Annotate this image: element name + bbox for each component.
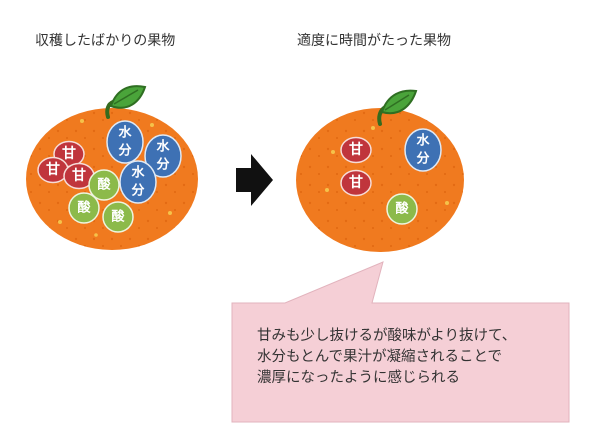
acid-badge-text: 酸 (77, 200, 91, 216)
water-badge: 水 分 (119, 160, 157, 204)
note-callout (231, 261, 570, 423)
sweet-badge-text: 甘 (349, 174, 363, 191)
acid-badge: 酸 (386, 193, 418, 225)
water-badge-top: 水 (118, 125, 132, 141)
note-line: 濃厚になったように感じられる (257, 370, 460, 386)
acid-badge: 酸 (68, 192, 100, 224)
water-badge-top: 水 (156, 139, 170, 155)
water-badge-bottom: 分 (131, 183, 144, 199)
before-label: 収穫したばかりの果物 (35, 33, 176, 49)
water-badge-top: 水 (131, 165, 145, 181)
water-badge: 水 分 (144, 134, 182, 178)
note-line: 水分もとんで果汁が凝縮されることで (257, 349, 503, 365)
water-badge-bottom: 分 (156, 157, 169, 173)
sweet-badge-text: 甘 (62, 145, 76, 162)
water-badge-bottom: 分 (118, 143, 131, 159)
acid-badge-text: 酸 (97, 177, 111, 193)
sweet-badge: 甘 (37, 156, 69, 184)
acid-badge: 酸 (102, 201, 134, 233)
after-label: 適度に時間がたった果物 (297, 33, 451, 49)
sweet-badge: 甘 (340, 136, 372, 164)
water-badge-top: 水 (416, 133, 430, 149)
aged-orange (296, 89, 464, 252)
note-line: 甘みも少し抜けるが酸味がより抜けて、 (257, 328, 517, 344)
acid-badge: 酸 (88, 169, 120, 201)
sweet-badge: 甘 (340, 169, 372, 197)
water-badge-bottom: 分 (416, 151, 429, 167)
water-badge: 水 分 (106, 120, 144, 164)
acid-badge-text: 酸 (111, 209, 125, 225)
sweet-badge-text: 甘 (46, 161, 60, 178)
sweet-badge-text: 甘 (349, 141, 363, 158)
arrow-right-icon (236, 154, 273, 206)
water-badge: 水 分 (404, 128, 442, 172)
sweet-badge-text: 甘 (72, 167, 86, 184)
leaf-icon (109, 85, 147, 109)
note-text: 甘みも少し抜けるが酸味がより抜けて、 水分もとんで果汁が凝縮されることで 濃厚に… (257, 326, 557, 389)
acid-badge-text: 酸 (395, 201, 409, 217)
